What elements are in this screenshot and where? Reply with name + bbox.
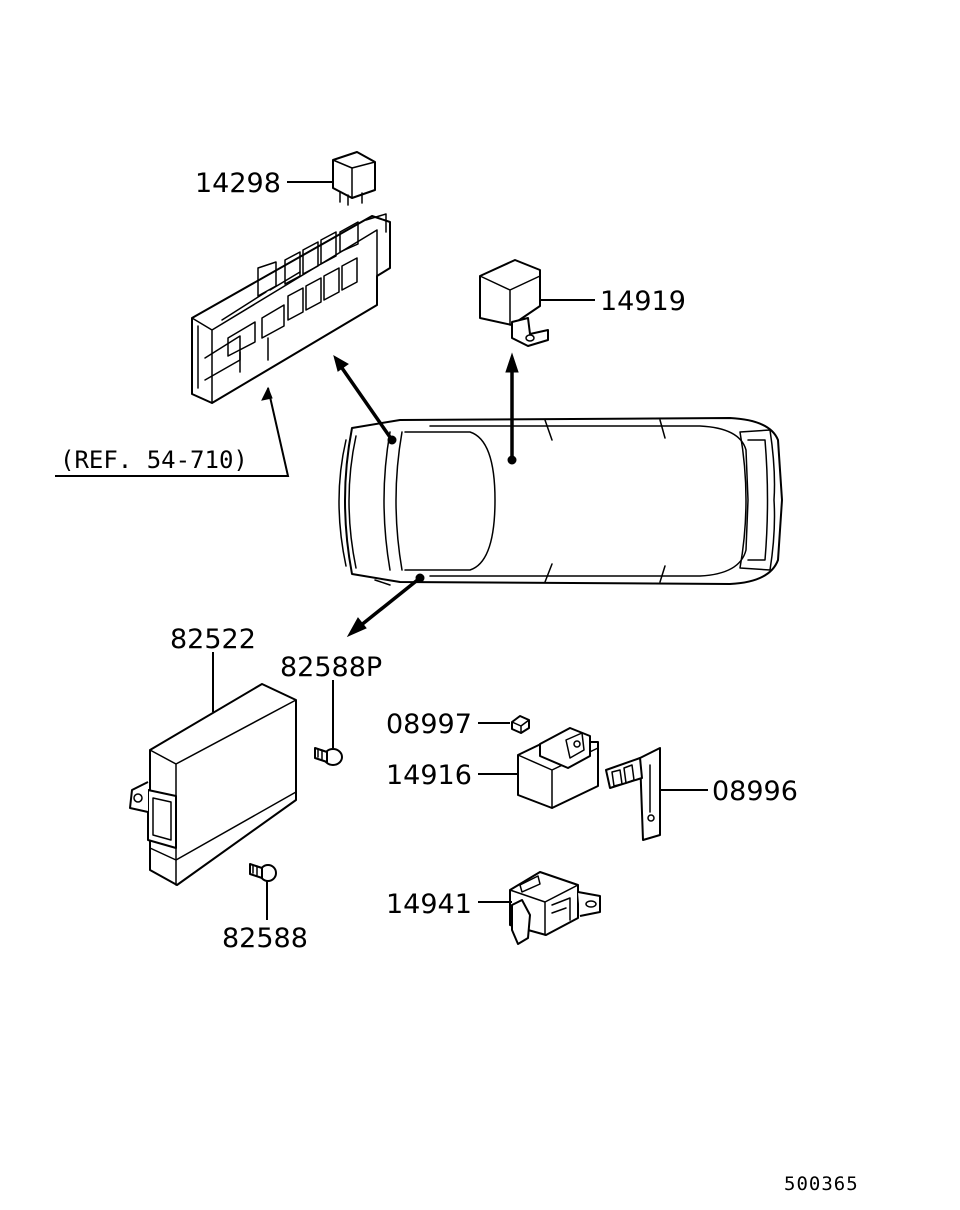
bracket-08996-drawing bbox=[605, 747, 661, 841]
control-unit-drawing bbox=[129, 683, 297, 886]
label-14298: 14298 bbox=[195, 168, 281, 199]
relay-14941-drawing bbox=[509, 871, 601, 945]
label-14919: 14919 bbox=[600, 286, 686, 317]
relay-14919-drawing bbox=[479, 259, 549, 347]
label-08997: 08997 bbox=[386, 709, 472, 740]
label-82588p: 82588P bbox=[280, 652, 382, 683]
reference-label: (REF. 54-710) bbox=[60, 446, 248, 474]
label-14941: 14941 bbox=[386, 889, 472, 920]
ref-arrowhead bbox=[261, 386, 273, 401]
junction-box-drawing bbox=[191, 213, 391, 404]
screw-08997-drawing bbox=[511, 715, 530, 734]
arrow-to-control-unit bbox=[358, 576, 422, 628]
relay-14298-drawing bbox=[332, 151, 376, 206]
label-82522: 82522 bbox=[170, 624, 256, 655]
drawing-code: 500365 bbox=[784, 1173, 859, 1195]
leader-ref bbox=[55, 387, 290, 477]
label-08996: 08996 bbox=[712, 776, 798, 807]
label-82588: 82588 bbox=[222, 923, 308, 954]
bolt-82588-drawing bbox=[249, 863, 277, 882]
bolt-82588p-drawing bbox=[314, 747, 343, 766]
flasher-14916-drawing bbox=[517, 727, 599, 809]
vehicle-top-view bbox=[338, 417, 783, 586]
label-14916: 14916 bbox=[386, 760, 472, 791]
arrow-to-junction-box bbox=[340, 367, 394, 441]
